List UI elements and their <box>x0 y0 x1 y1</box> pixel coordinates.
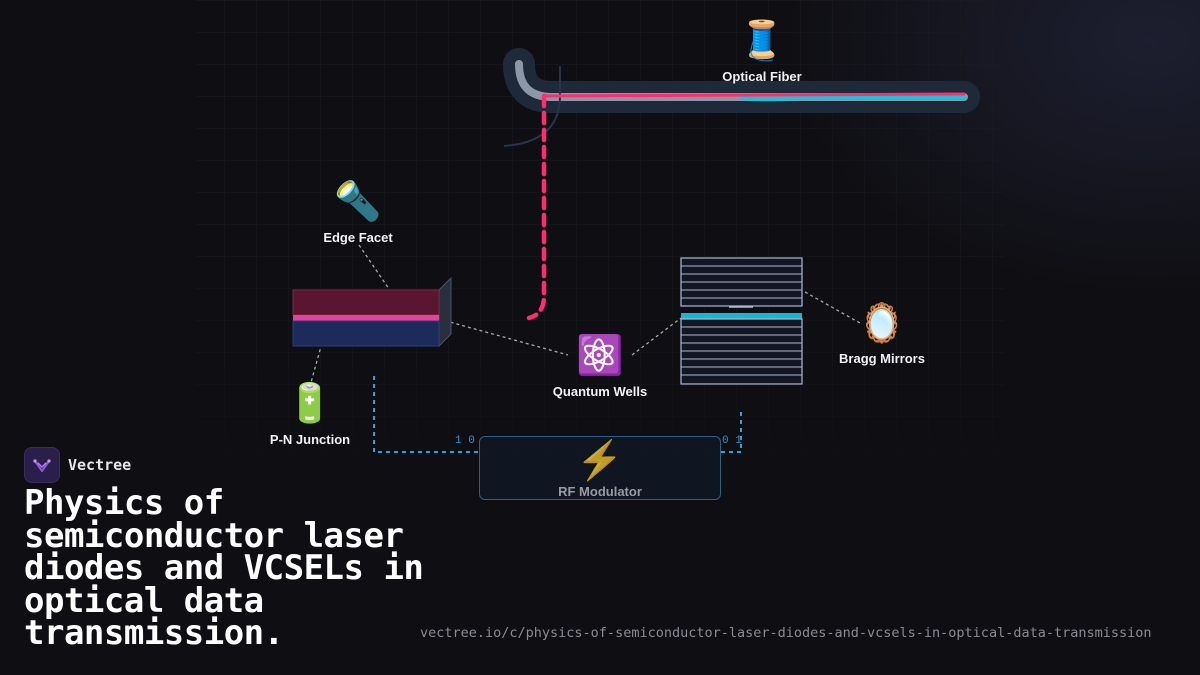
vcsel-stack <box>680 257 803 385</box>
connector-lines <box>309 244 861 387</box>
brand: Vectree <box>24 447 131 483</box>
page-title: Physics of semiconductor laser diodes an… <box>24 483 424 653</box>
quantum-wells-label: Quantum Wells <box>552 384 648 399</box>
rf-drive-lines <box>373 376 742 453</box>
optical-fiber-label: Optical Fiber <box>722 69 802 84</box>
bit-stream-left: 1 0 <box>455 435 475 447</box>
flashlight-icon: 🔦 <box>334 181 382 223</box>
fiber-reflection-arc <box>503 66 561 147</box>
pn-junction-label: P-N Junction <box>269 432 351 447</box>
bragg-mirrors-label: Bragg Mirrors <box>839 351 925 366</box>
rf-modulator-label: RF Modulator <box>558 484 642 499</box>
battery-icon: 🔋 <box>286 383 334 425</box>
page-url[interactable]: vectree.io/c/physics-of-semiconductor-la… <box>420 625 1152 641</box>
bit-stream-right: 0 1 <box>722 435 742 447</box>
brand-name: Vectree <box>68 456 132 474</box>
edge-facet-label: Edge Facet <box>323 230 393 245</box>
lightning-icon: ⚡ <box>576 440 624 482</box>
vectree-logo-icon <box>24 447 60 483</box>
atom-icon: ⚛️ <box>576 335 624 377</box>
fiber-red-signal <box>542 92 966 98</box>
fiber-cyan-signal <box>740 96 966 101</box>
thread-spool-icon: 🧵 <box>738 20 786 62</box>
rf-modulator-box <box>479 436 721 500</box>
laser-beam-path <box>526 93 547 321</box>
edge-emitter-chip <box>292 276 452 348</box>
mirror-icon: 🪞 <box>858 303 906 345</box>
background-grid <box>196 0 1004 480</box>
